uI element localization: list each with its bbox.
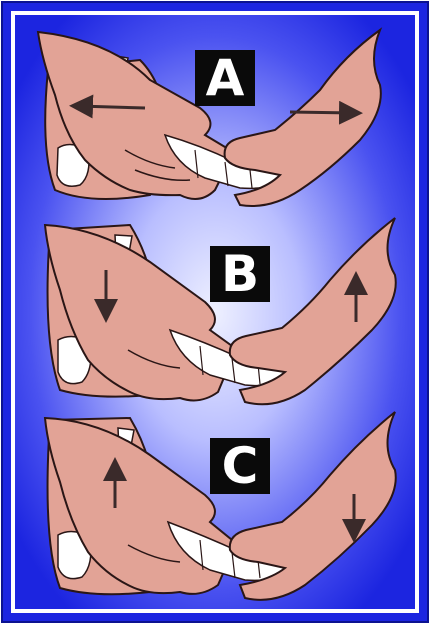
left-arrow-icon [78, 106, 145, 108]
right-arrow-icon [290, 112, 354, 113]
panel-label-b: B [210, 246, 270, 302]
panel-label-a: A [195, 50, 255, 106]
panel-label-c: C [210, 438, 270, 494]
